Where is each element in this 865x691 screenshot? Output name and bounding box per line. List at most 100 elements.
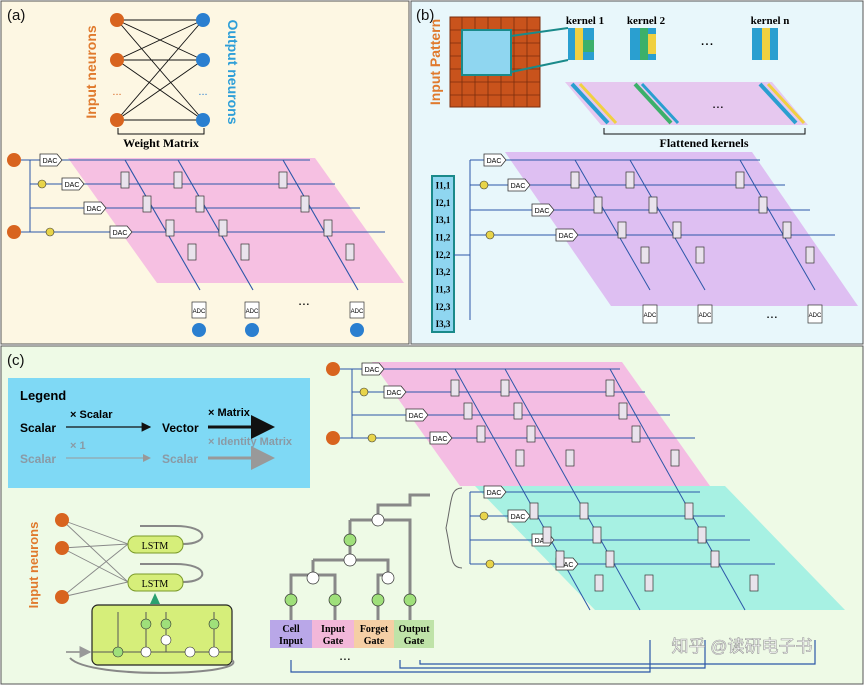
output-neuron xyxy=(350,323,364,337)
input-column-label: I2,1 xyxy=(436,198,451,208)
dac-block: DAC xyxy=(531,203,555,217)
input-column-label: I3,1 xyxy=(436,215,451,225)
output-neurons-label: Output neurons xyxy=(225,20,241,125)
svg-text:Forget: Forget xyxy=(360,624,389,635)
svg-text:ADC: ADC xyxy=(351,309,364,315)
dac-block: DAC xyxy=(61,177,85,191)
input-neurons-label: Input neurons xyxy=(83,25,99,119)
panel-c-input-neurons-label: Input neurons xyxy=(26,522,41,609)
panel-b-crossbar-plane xyxy=(505,152,858,306)
sigmoid-node xyxy=(485,559,495,569)
svg-text:Input: Input xyxy=(279,636,304,647)
sigmoid-node xyxy=(367,433,377,443)
svg-text:DAC: DAC xyxy=(113,230,128,237)
dac-block: DAC xyxy=(507,178,531,192)
gate-cell-input: Cell Input xyxy=(270,620,312,648)
dac-block: DAC xyxy=(555,228,579,242)
dac-block: DAC xyxy=(83,201,107,215)
gate-ellipsis: ... xyxy=(339,647,351,663)
panel-b-memristors xyxy=(570,171,815,264)
output-neuron xyxy=(196,13,210,27)
adc-block: ADC xyxy=(244,301,260,319)
panel-c-inputs: DAC DAC DAC DAC DAC DAC DAC DAC xyxy=(326,362,775,611)
input-column-label: I3,2 xyxy=(436,267,451,277)
watermark: 知乎 @读研电子书 xyxy=(672,637,813,656)
input-column-label: I2,3 xyxy=(436,302,451,312)
panel-b: (b) Input Pattern kernel 1 kernel 2 .. xyxy=(410,0,864,345)
svg-text:Cell: Cell xyxy=(282,624,299,635)
svg-text:DAC: DAC xyxy=(511,183,526,190)
lstm-cell xyxy=(127,535,184,554)
adc-block: ADC xyxy=(697,304,713,324)
legend-times-matrix: × Matrix xyxy=(208,407,251,419)
panel-a-columns xyxy=(124,159,359,291)
input-neuron xyxy=(55,590,69,604)
sigmoid-node xyxy=(479,511,489,521)
svg-text:DAC: DAC xyxy=(387,390,402,397)
svg-text:...: ... xyxy=(712,95,724,111)
weight-matrix-label: Weight Matrix xyxy=(123,136,199,150)
panel-a-memristors xyxy=(120,171,355,261)
svg-text:DAC: DAC xyxy=(433,436,448,443)
legend-times-identity: × Identity Matrix xyxy=(208,436,293,448)
svg-text:ADC: ADC xyxy=(644,313,657,319)
panel-b-columns-ellipsis: ... xyxy=(766,305,778,321)
dac-block: DAC xyxy=(383,385,407,399)
svg-text:ADC: ADC xyxy=(193,309,206,315)
dac-block: DAC xyxy=(429,431,453,445)
panel-c-memristors xyxy=(450,379,759,592)
legend: Legend Scalar × Scalar Vector × Matrix S… xyxy=(8,378,310,488)
svg-text:DAC: DAC xyxy=(487,158,502,165)
kernel-n: kernel n xyxy=(751,15,789,60)
input-column-label: I1,3 xyxy=(436,284,451,294)
lstm-label: LSTM xyxy=(142,541,169,552)
kernel-2: kernel 2 xyxy=(627,15,666,60)
input-neuron xyxy=(326,431,340,445)
svg-text:Output: Output xyxy=(398,624,430,635)
svg-text:DAC: DAC xyxy=(559,562,574,569)
adc-block: ADC xyxy=(807,304,823,324)
dac-block: DAC xyxy=(483,153,507,167)
input-column-label: I2,2 xyxy=(436,250,451,260)
svg-text:ADC: ADC xyxy=(699,313,712,319)
input-pattern-label: Input Pattern xyxy=(427,19,443,105)
output-neuron xyxy=(196,53,210,67)
input-neuron xyxy=(55,513,69,527)
lstm-network: Input neurons LSTM LSTM xyxy=(26,513,235,674)
panel-a-label: (a) xyxy=(7,7,25,24)
sigmoid-node xyxy=(37,179,47,189)
output-neuron xyxy=(196,113,210,127)
panel-a-ellipsis-left: ... xyxy=(112,86,121,98)
sigmoid-node xyxy=(479,180,489,190)
kernel-ellipsis: ... xyxy=(700,32,713,49)
lstm-cell xyxy=(127,573,184,592)
panel-a-crossbar-plane xyxy=(68,158,404,283)
svg-text:DAC: DAC xyxy=(65,182,80,189)
panel-c: (c) Legend Scalar × Scalar Vector × Matr… xyxy=(0,345,864,685)
flattened-kernels-band: ... xyxy=(565,82,808,125)
lstm-label: LSTM xyxy=(142,579,169,590)
panel-c-label: (c) xyxy=(7,352,25,369)
svg-text:ADC: ADC xyxy=(246,309,259,315)
panel-a-network: ... ... Input neurons Output neurons Wei… xyxy=(83,13,241,150)
flattened-kernels-label: Flattened kernels xyxy=(660,136,749,150)
kernel-1: kernel 1 xyxy=(566,15,604,60)
sigmoid-node xyxy=(359,387,369,397)
gate-boxes: Cell Input Input Gate Forget Gate Output… xyxy=(270,620,816,673)
legend-title: Legend xyxy=(20,388,66,403)
input-neuron xyxy=(326,362,340,376)
legend-times-scalar: × Scalar xyxy=(70,409,113,421)
input-column-label: I3,3 xyxy=(436,319,451,329)
input-neuron xyxy=(110,13,124,27)
legend-times-one: × 1 xyxy=(70,440,86,452)
gate-input-gate: Input Gate xyxy=(312,620,354,648)
panel-a: (a) ... ... Input neurons Output neurons… xyxy=(0,0,410,345)
adc-block: ADC xyxy=(642,304,658,324)
dac-block: DAC xyxy=(483,485,507,499)
svg-text:Gate: Gate xyxy=(404,636,425,647)
svg-text:DAC: DAC xyxy=(43,158,58,165)
svg-text:DAC: DAC xyxy=(87,206,102,213)
gate-output-gate: Output Gate xyxy=(394,620,434,648)
dac-block: DAC xyxy=(507,509,531,523)
